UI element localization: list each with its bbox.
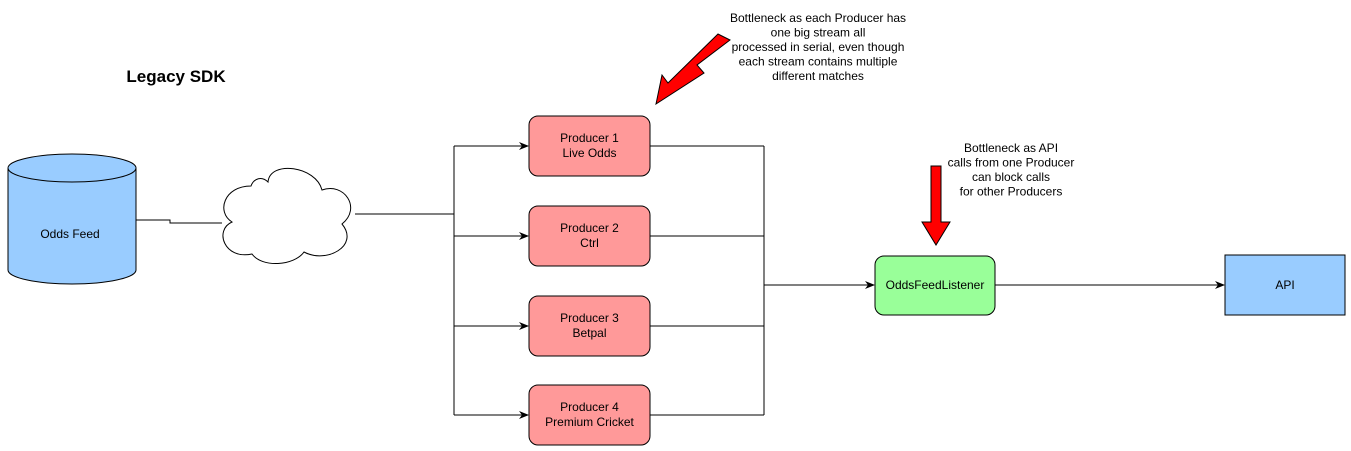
producer-name: Producer 4 (560, 400, 619, 414)
odds-feed-listener-node[interactable]: OddsFeedListener (874, 255, 996, 316)
note-line: Bottleneck as each Producer has (730, 11, 906, 25)
api-bottleneck-arrow (921, 165, 951, 246)
note-line: can block calls (972, 170, 1050, 184)
diagram-title: Legacy SDK (126, 67, 226, 86)
producer-bottleneck-arrow (655, 33, 731, 106)
listener-label: OddsFeedListener (886, 278, 985, 292)
producer-subtitle: Betpal (572, 326, 606, 340)
note-line: calls from one Producer (948, 156, 1075, 170)
note-line: different matches (772, 69, 864, 83)
odds-feed-cylinder[interactable]: Odds Feed (7, 153, 137, 285)
edge-feed-to-cloud (136, 219, 222, 224)
producer-box (528, 115, 651, 177)
producer-box (528, 205, 651, 267)
connectors (136, 142, 1225, 419)
producer-subtitle: Live Odds (562, 146, 616, 160)
note-line: for other Producers (960, 185, 1063, 199)
producer-name: Producer 3 (560, 311, 619, 325)
cloud-icon (222, 167, 352, 265)
odds-feed-label: Odds Feed (40, 227, 99, 241)
producer-name: Producer 1 (560, 131, 619, 145)
api-node[interactable]: API (1224, 254, 1346, 316)
cylinder-top (7, 153, 137, 183)
note-line: processed in serial, even though (732, 40, 905, 54)
note-line: each stream contains multiple (739, 55, 898, 69)
producer-name: Producer 2 (560, 221, 619, 235)
producer-box (528, 295, 651, 357)
producer-subtitle: Premium Cricket (545, 415, 634, 429)
note-line: one big stream all (771, 26, 866, 40)
red-arrow-down-icon (921, 165, 951, 246)
listener-box (874, 255, 996, 316)
cloud-shape[interactable] (222, 167, 352, 265)
red-arrow-icon (655, 33, 731, 106)
producer-box (528, 384, 651, 446)
cylinder-body (7, 168, 137, 285)
note-line: Bottleneck as API (964, 141, 1058, 155)
api-box (1224, 254, 1346, 316)
api-label: API (1275, 278, 1294, 292)
producer-subtitle: Ctrl (580, 236, 599, 250)
